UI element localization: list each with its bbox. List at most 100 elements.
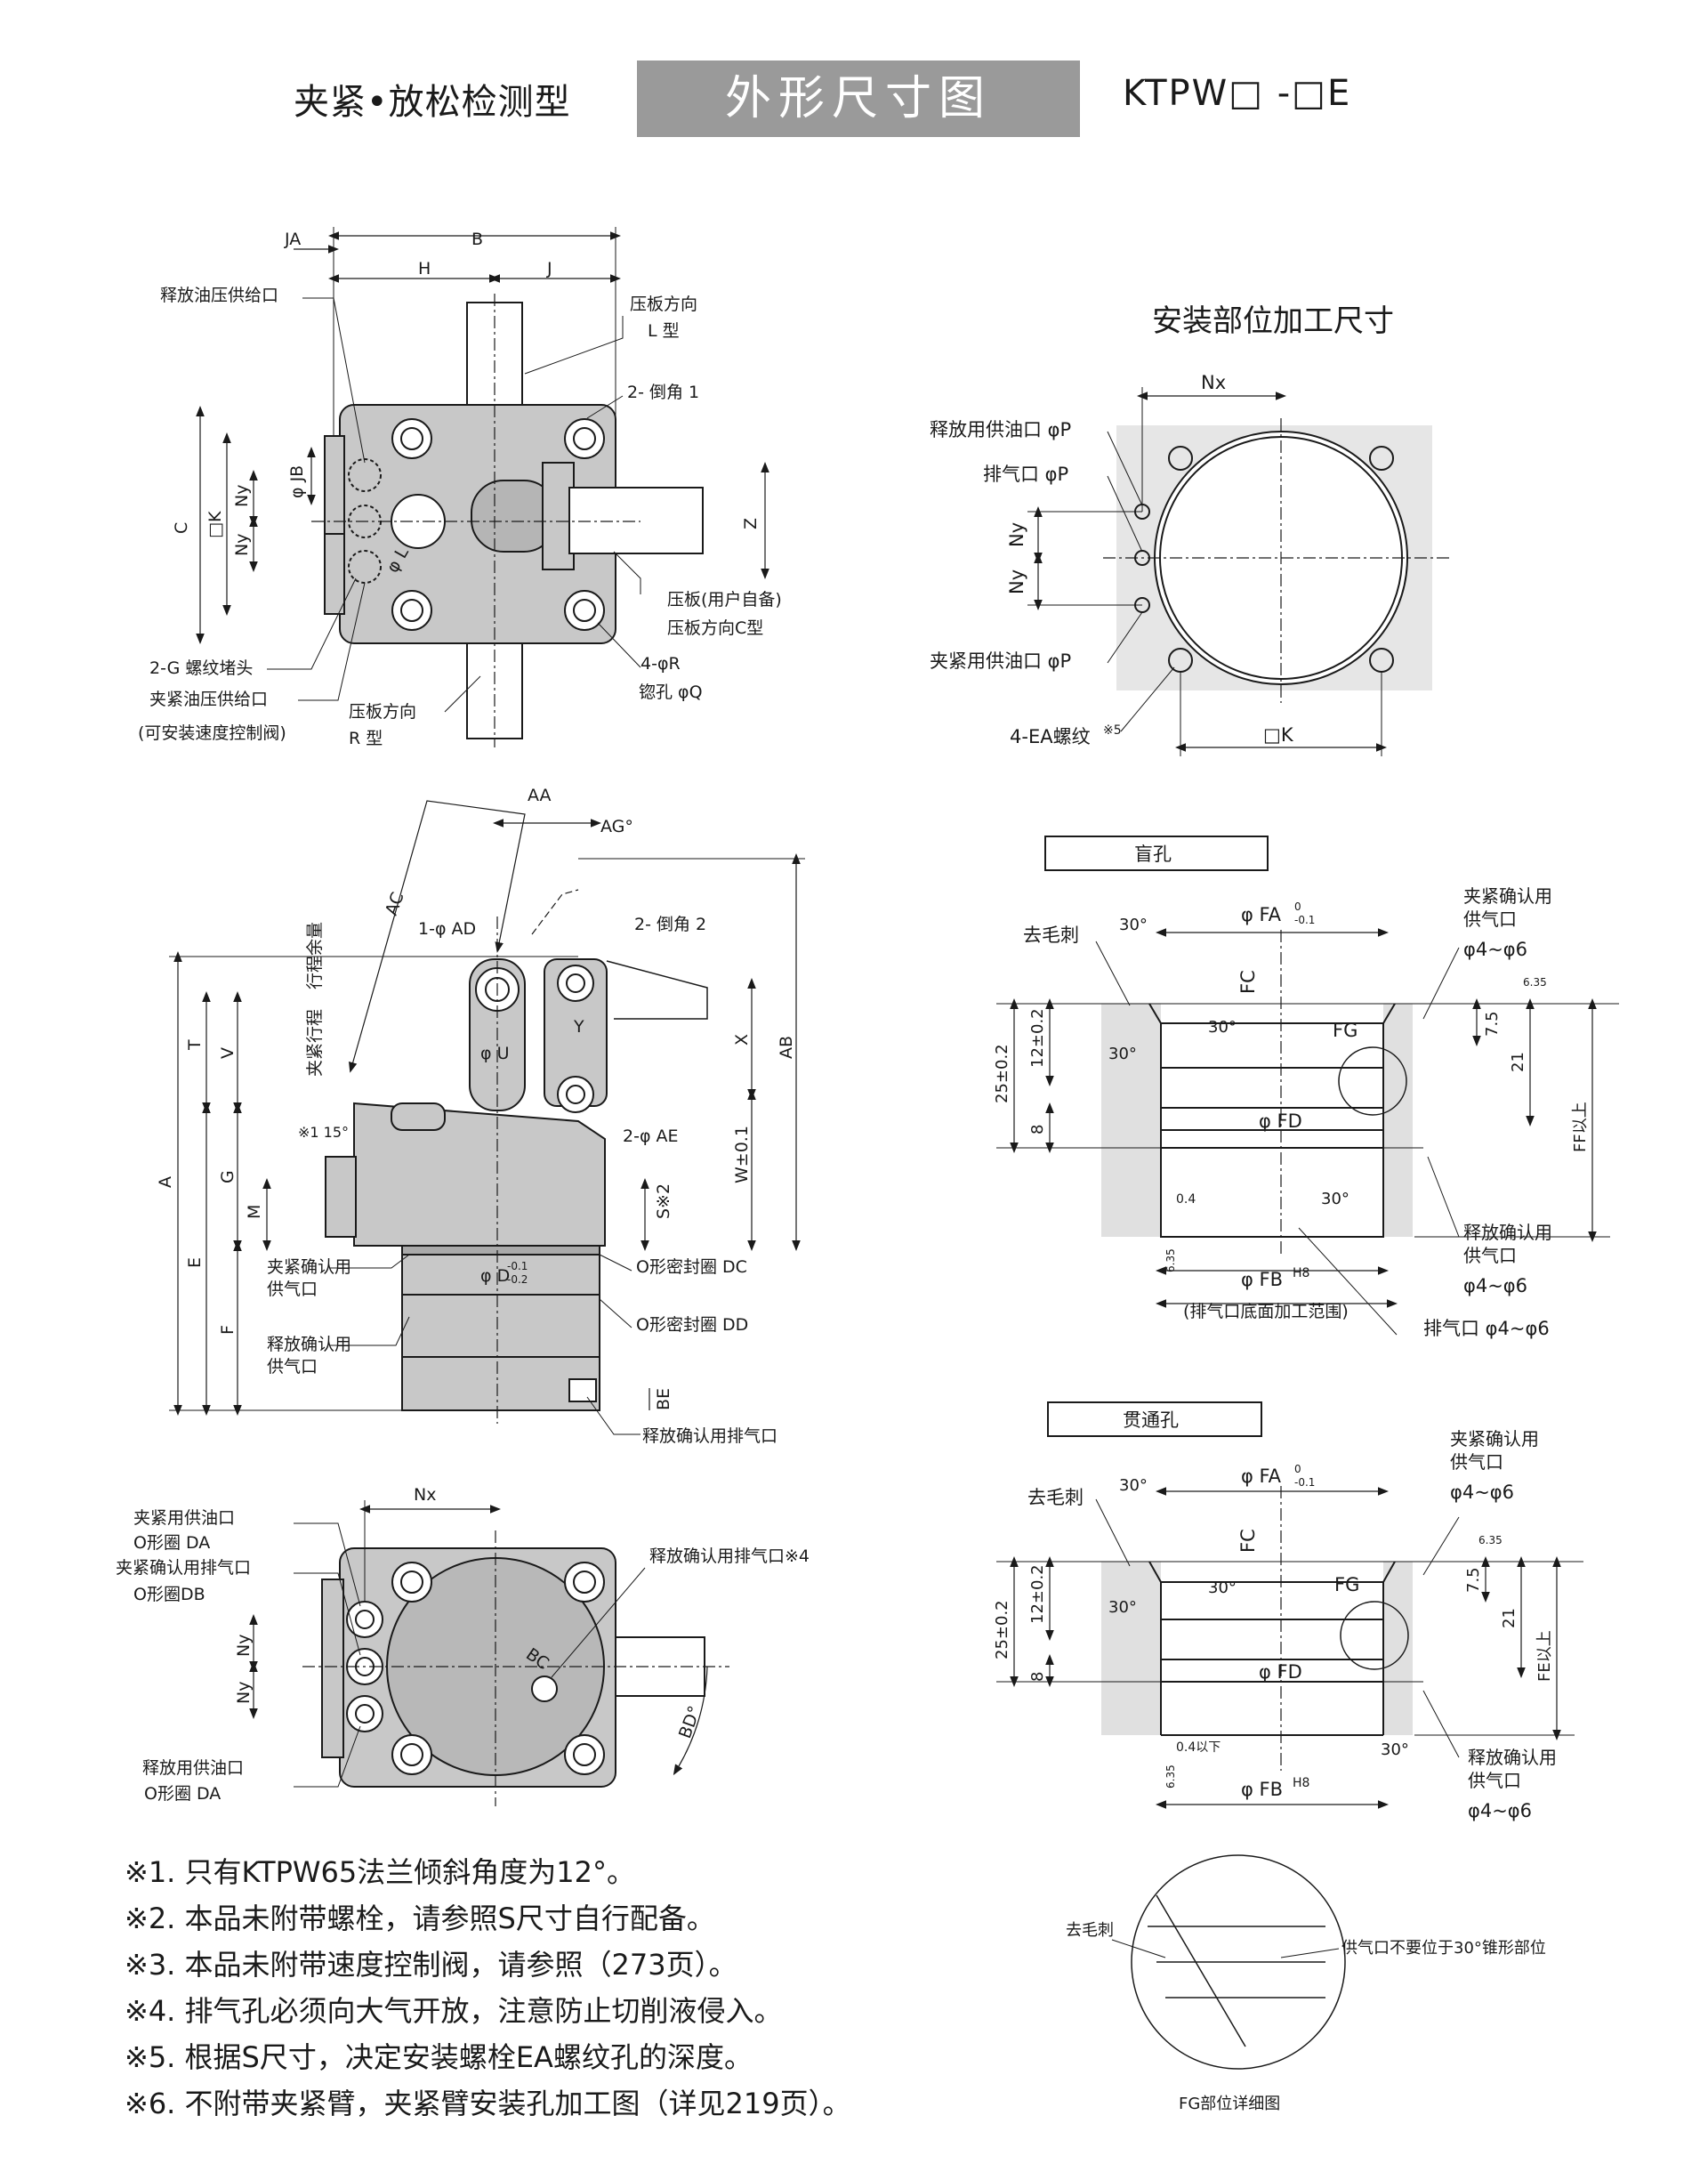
through-title: 贯通孔 [1123, 1409, 1179, 1431]
bottom-view [249, 1500, 729, 1806]
bottom-release-supply: 释放用供油口 [142, 1758, 244, 1778]
mount-clamp-port: 夹紧用供油口 φP [930, 650, 1071, 672]
fg-detail-text: 去毛刺 供气口不要位于30°锥形部位 FG部位详细图 [1066, 1921, 1546, 2113]
dim-m: M [245, 1205, 264, 1219]
side-view-text: AA AG° AC 1-φ AD 2- 倒角 2 行程余量 夹紧行程 T V A… [156, 786, 796, 1446]
dim-ja: JA [284, 230, 301, 249]
dim-d-tol-up: -0.1 [507, 1260, 528, 1272]
through-clamp-confirm: 夹紧确认用 [1450, 1428, 1539, 1449]
mount-nx: Nx [1201, 372, 1226, 393]
through-d12: 12±0.2 [1028, 1564, 1047, 1624]
through-a30b: 30° [1208, 1579, 1237, 1597]
mount-ny2: Ny [1006, 569, 1027, 594]
through-fb-fit: H8 [1293, 1776, 1309, 1790]
dim-c: C [172, 522, 191, 534]
bottom-clamp-supply: 夹紧用供油口 [133, 1508, 235, 1528]
dim-ac: AC [382, 890, 408, 918]
through-a30d: 30° [1381, 1740, 1409, 1759]
blind-fb: φ FB [1241, 1269, 1283, 1290]
dim-angle-note: ※1 15° [298, 1124, 349, 1141]
blind-d12: 12±0.2 [1028, 1008, 1047, 1068]
mount-text: Nx Ny Ny □K 释放用供油口 φP 排气口 φP 夹紧用供油口 φP 4… [930, 372, 1294, 747]
blind-exhaust-range: (排气口底面加工范围) [1183, 1302, 1349, 1321]
mount-ny1: Ny [1006, 522, 1027, 547]
fg-caption: FG部位详细图 [1179, 2095, 1280, 2113]
through-fe: FE以上 [1535, 1630, 1554, 1682]
label-release-exhaust: 释放确认用排气口 [642, 1426, 777, 1446]
blind-release-confirm: 释放确认用 [1463, 1222, 1552, 1243]
bottom-oring-db: O形圈DB [133, 1585, 205, 1604]
bottom-ny2: Ny [234, 1682, 254, 1704]
dim-d: φ D [480, 1266, 510, 1286]
top-view [196, 227, 769, 747]
label-oring-dd: O形密封圈 DD [636, 1315, 748, 1335]
note-5: ※5. 根据S尺寸，决定安装螺栓EA螺纹孔的深度。 [125, 2040, 753, 2074]
blind-d25: 25±0.2 [993, 1044, 1011, 1103]
through-d8: 8 [1028, 1672, 1047, 1682]
blind-exhaust: 排气口 φ4~φ6 [1423, 1318, 1550, 1339]
dim-ab: AB [777, 1036, 796, 1059]
label-clamp-confirm: 夹紧确认用 [267, 1257, 351, 1277]
label-release-supply: 释放油压供给口 [160, 286, 278, 305]
dim-stroke-margin: 行程余量 [305, 922, 325, 989]
dim-be: BE [654, 1388, 673, 1410]
through-d25: 25±0.2 [993, 1600, 1011, 1659]
through-clamp-confirm2: 供气口 [1450, 1451, 1503, 1473]
blind-clamp-confirm2: 供气口 [1463, 908, 1517, 930]
label-plate-dir-r: 压板方向 [349, 702, 416, 722]
label-plug: 2-G 螺纹堵头 [149, 658, 253, 678]
top-view-text: JA B H J C □K Ny Ny φ JB φ L Z 释放油压供给口 压… [138, 230, 782, 748]
through-fd: φ FD [1259, 1661, 1302, 1683]
dim-s: S※2 [654, 1183, 673, 1219]
blind-d8: 8 [1028, 1125, 1047, 1134]
through-r635b: 6.35 [1164, 1764, 1177, 1789]
through-r04: 0.4以下 [1176, 1740, 1221, 1755]
blind-title: 盲孔 [1134, 844, 1172, 865]
bottom-release-exhaust: 释放确认用排气口※4 [649, 1546, 810, 1566]
through-clamp-size: φ4~φ6 [1450, 1482, 1514, 1503]
label-clamp-supply: 夹紧油压供给口 [149, 690, 268, 709]
blind-a30d: 30° [1321, 1190, 1349, 1208]
label-plate-dir-c: 压板方向C型 [667, 618, 763, 638]
dim-f: F [218, 1325, 238, 1335]
blind-r635b: 6.35 [1164, 1248, 1177, 1272]
blind-fb-fit: H8 [1293, 1266, 1309, 1280]
blind-d21: 21 [1509, 1052, 1527, 1072]
footnotes: ※1. 只有KTPW65法兰倾斜角度为12°。 ※2. 本品未附带螺栓，请参照S… [125, 1849, 851, 2127]
dim-ae: 2-φ AE [623, 1126, 679, 1146]
fg-deburr: 去毛刺 [1066, 1921, 1114, 1940]
through-fb: φ FB [1241, 1779, 1283, 1800]
blind-clamp-size: φ4~φ6 [1463, 939, 1527, 960]
dim-d-tol-dn: -0.2 [507, 1273, 528, 1286]
mount-release-port: 释放用供油口 φP [930, 419, 1071, 440]
dim-h: H [418, 259, 431, 279]
bottom-nx: Nx [414, 1485, 436, 1505]
dim-ad: 1-φ AD [418, 919, 476, 939]
dim-z: Z [741, 518, 761, 529]
header-title: 外形尺寸图 [637, 61, 1080, 137]
label-release-confirm: 释放确认用 [267, 1335, 351, 1354]
dim-ny1: Ny [232, 485, 252, 507]
mount-k: □K [1263, 724, 1294, 746]
label-plate-dir-l-type: L 型 [648, 321, 680, 341]
dim-aa: AA [528, 786, 552, 805]
label-oring-dc: O形密封圈 DC [636, 1257, 747, 1277]
side-view [169, 800, 805, 1435]
blind-a30c: 30° [1108, 1045, 1137, 1063]
dim-g: G [218, 1170, 238, 1183]
through-fc: FC [1237, 1529, 1259, 1553]
label-clamp-confirm2: 供气口 [267, 1280, 318, 1299]
blind-r635: 6.35 [1523, 976, 1547, 989]
blind-a30a: 30° [1119, 916, 1148, 934]
dim-x: X [732, 1034, 752, 1046]
through-a30c: 30° [1108, 1598, 1137, 1617]
mount-title: 安装部位加工尺寸 [1152, 303, 1394, 339]
through-a30a: 30° [1119, 1476, 1148, 1495]
mount-ea-note: ※5 [1103, 723, 1122, 738]
note-2: ※2. 本品未附带螺栓，请参照S尺寸自行配备。 [125, 1902, 715, 1935]
through-deburr: 去毛刺 [1027, 1487, 1084, 1508]
blind-fa-tol-dn: -0.1 [1294, 914, 1315, 926]
blind-fd: φ FD [1259, 1110, 1302, 1132]
dim-t: T [185, 1039, 205, 1051]
through-release-confirm2: 供气口 [1468, 1770, 1521, 1791]
